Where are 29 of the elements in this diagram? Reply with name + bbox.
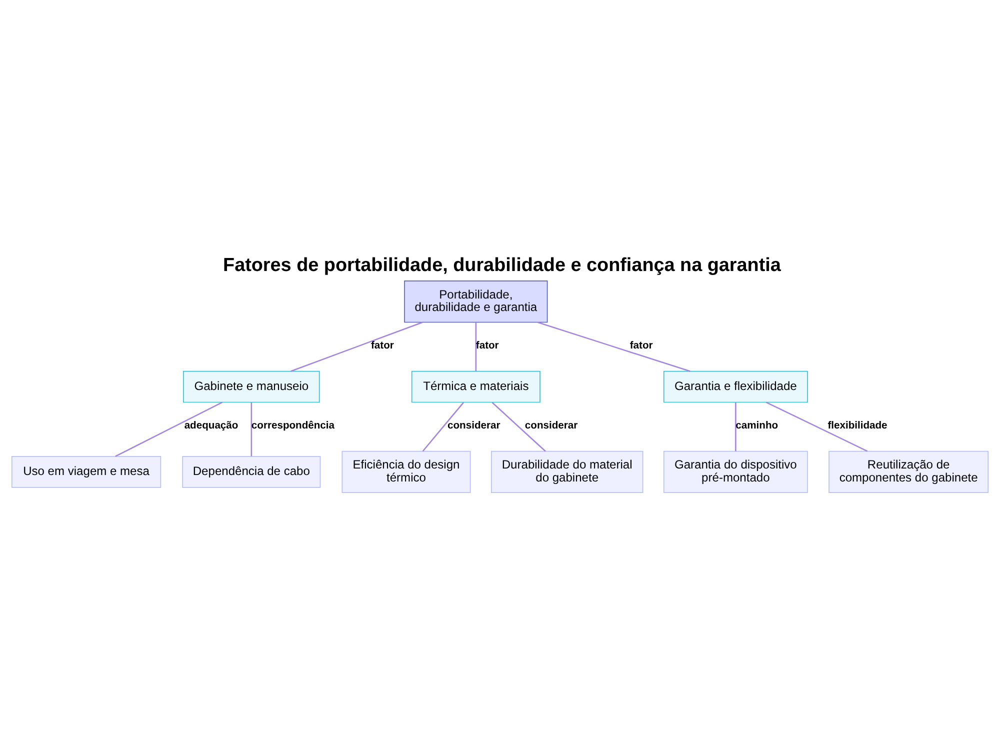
edge-label: considerar bbox=[524, 420, 578, 432]
connector bbox=[475, 322, 477, 371]
edge-label: fator bbox=[476, 340, 499, 352]
edge-label: fator bbox=[370, 340, 394, 352]
node-box: Uso em viagem e mesa bbox=[11, 456, 162, 488]
node-box: Portabilidade, durabilidade e garantia bbox=[404, 280, 548, 322]
node-box: Gabinete e manuseio bbox=[183, 370, 320, 402]
connector bbox=[766, 401, 868, 452]
node-box: Garantia e flexibilidade bbox=[663, 370, 808, 402]
connector bbox=[492, 402, 546, 452]
node-box: Eficiência do design térmico bbox=[342, 450, 471, 492]
connector bbox=[538, 321, 690, 372]
connector bbox=[250, 402, 252, 456]
node-box: Térmica e materiais bbox=[411, 370, 540, 402]
node-box: Dependência de cabo bbox=[182, 456, 321, 488]
connector bbox=[735, 402, 736, 451]
edge-label: caminho bbox=[736, 420, 778, 432]
edge-label: correspondência bbox=[251, 420, 335, 432]
node-box: Reutilização de componentes do gabinete bbox=[828, 450, 989, 492]
connector bbox=[290, 321, 423, 372]
diagram-title: Fatores de portabilidade, durabilidade e confiança na garantia bbox=[223, 254, 781, 276]
connector bbox=[115, 401, 223, 456]
node-box: Durabilidade do material do gabinete bbox=[490, 450, 644, 492]
edge-label: fator bbox=[630, 340, 653, 352]
edge-label: considerar bbox=[448, 420, 500, 432]
connector bbox=[422, 402, 464, 452]
node-box: Garantia do dispositivo pré-montado bbox=[663, 450, 808, 492]
edge-label: flexibilidade bbox=[828, 420, 888, 432]
edge-label: adequação bbox=[184, 420, 238, 432]
